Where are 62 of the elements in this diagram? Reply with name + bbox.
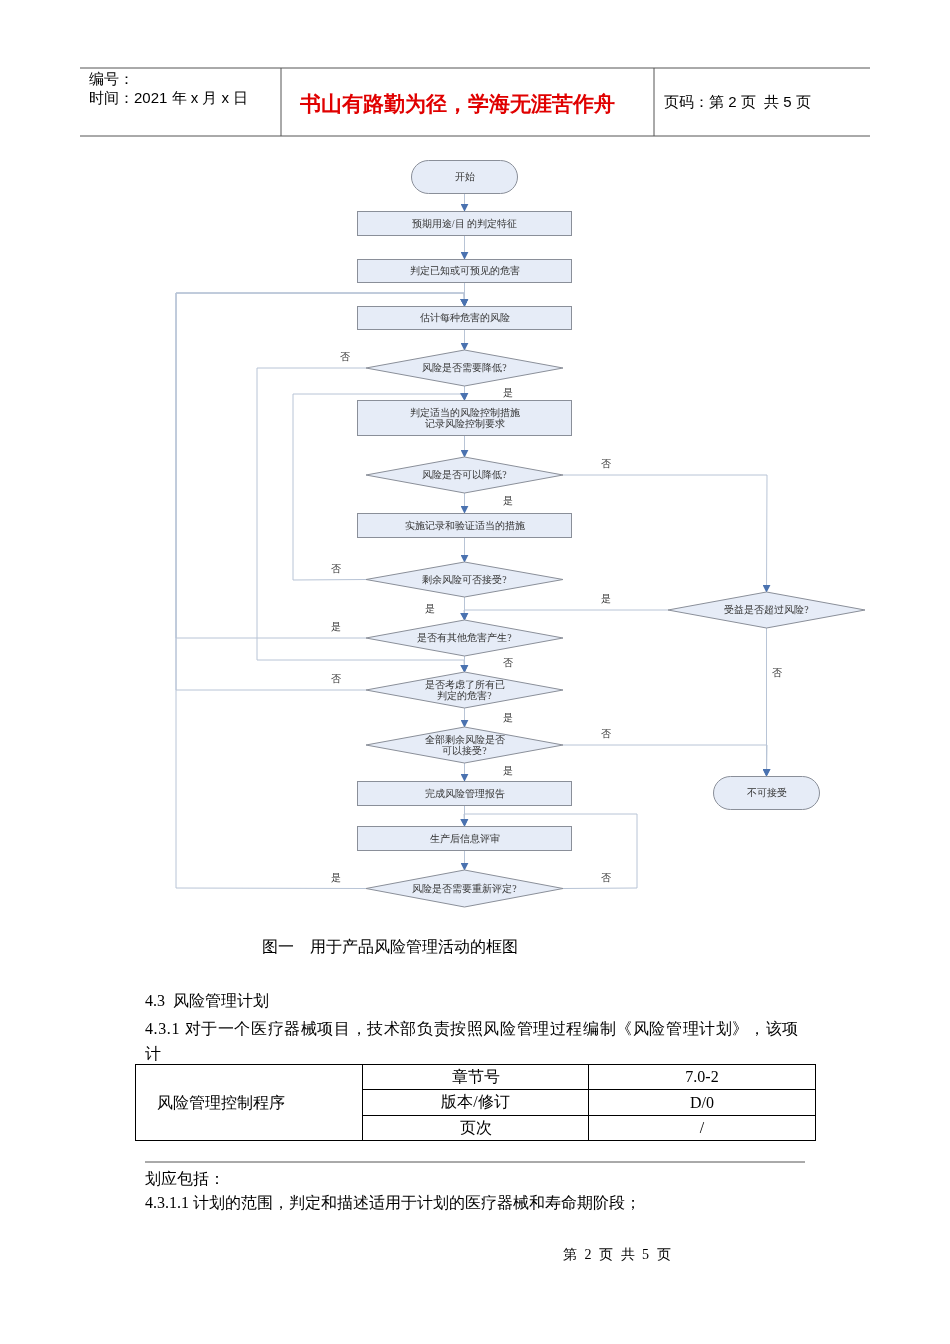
edge-label: 是 bbox=[330, 872, 342, 883]
process-box: 判定已知或可预见的危害 bbox=[357, 259, 572, 283]
decision-diamond: 剩余风险可否接受? bbox=[366, 562, 563, 597]
arrow bbox=[460, 813, 638, 889]
terminal-pill: 开始 bbox=[411, 160, 518, 194]
page-number: 页码：第 2 页 共 5 页 bbox=[664, 93, 811, 112]
edge-label: 否 bbox=[600, 872, 612, 883]
decision-diamond: 是否有其他危害产生? bbox=[366, 620, 563, 656]
body-text: 4.3.1.1 计划的范围，判定和描述适用于计划的医疗器械和寿命期阶段； bbox=[145, 1193, 641, 1213]
table-cell: 风险管理控制程序 bbox=[135, 1064, 363, 1141]
terminal-pill: 不可接受 bbox=[713, 776, 820, 810]
edge-label: 是 bbox=[502, 495, 514, 506]
decision-diamond: 风险是否需要重新评定? bbox=[366, 870, 563, 907]
edge-label: 是 bbox=[502, 387, 514, 398]
arrow bbox=[460, 435, 469, 458]
edge-label: 否 bbox=[330, 673, 342, 684]
arrow bbox=[175, 292, 469, 889]
arrow bbox=[460, 492, 469, 514]
header-text: 时间：2021 年 x 月 x 日 bbox=[89, 89, 249, 108]
edge-label: 是 bbox=[600, 593, 612, 604]
arrow bbox=[460, 329, 469, 351]
section-heading: 4.3 风险管理计划 bbox=[145, 991, 269, 1011]
edge-label: 否 bbox=[600, 458, 612, 469]
process-box: 生产后信息评审 bbox=[357, 826, 572, 851]
body-text: 4.3.1 对于一个医疗器械项目，技术部负责按照风险管理过程编制《风险管理计划》，该项计 bbox=[145, 1019, 800, 1064]
arrow bbox=[460, 762, 469, 782]
decision-diamond: 风险是否可以降低? bbox=[366, 457, 563, 493]
body-text: 划应包括： bbox=[145, 1169, 225, 1189]
decision-diamond: 是否考虑了所有已判定的危害? bbox=[366, 672, 563, 708]
edge-label: 是 bbox=[502, 765, 514, 776]
edge-label: 是 bbox=[502, 712, 514, 723]
arrow bbox=[460, 235, 469, 260]
table-cell: / bbox=[588, 1115, 816, 1141]
edge-label: 否 bbox=[600, 728, 612, 739]
process-box: 估计每种危害的风险 bbox=[357, 306, 572, 330]
arrow bbox=[292, 392, 468, 581]
edge-label: 否 bbox=[502, 657, 514, 668]
process-box: 实施记录和验证适当的措施 bbox=[357, 513, 572, 538]
arrow bbox=[562, 474, 771, 593]
edge-label: 是 bbox=[330, 621, 342, 632]
edge-label: 是 bbox=[424, 603, 436, 614]
decision-diamond: 受益是否超过风险? bbox=[668, 592, 865, 628]
edge-label: 否 bbox=[330, 563, 342, 574]
page-footer: 第 2 页 共 5 页 bbox=[563, 1246, 673, 1264]
edge-label: 否 bbox=[339, 351, 351, 362]
process-box: 预期用途/目 的判定特征 bbox=[357, 211, 572, 236]
table-cell: 7.0-2 bbox=[588, 1064, 816, 1090]
header-text: 编号： bbox=[89, 70, 134, 89]
arrow bbox=[460, 655, 469, 673]
header-motto: 书山有路勤为径，学海无涯苦作舟 bbox=[300, 91, 615, 118]
arrow bbox=[562, 744, 771, 777]
process-box: 判定适当的风险控制措施 记录风险控制要求 bbox=[357, 400, 572, 436]
arrow bbox=[460, 537, 469, 563]
figure-caption: 图一 用于产品风险管理活动的框图 bbox=[262, 937, 518, 957]
arrow bbox=[460, 707, 469, 728]
arrow bbox=[460, 850, 469, 871]
edge-label: 否 bbox=[771, 667, 783, 678]
decision-diamond: 风险是否需要降低? bbox=[366, 350, 563, 386]
decision-diamond: 全部剩余风险是否可以接受? bbox=[366, 727, 563, 763]
arrow bbox=[460, 193, 469, 212]
arrow bbox=[460, 609, 669, 621]
process-box: 完成风险管理报告 bbox=[357, 781, 572, 806]
